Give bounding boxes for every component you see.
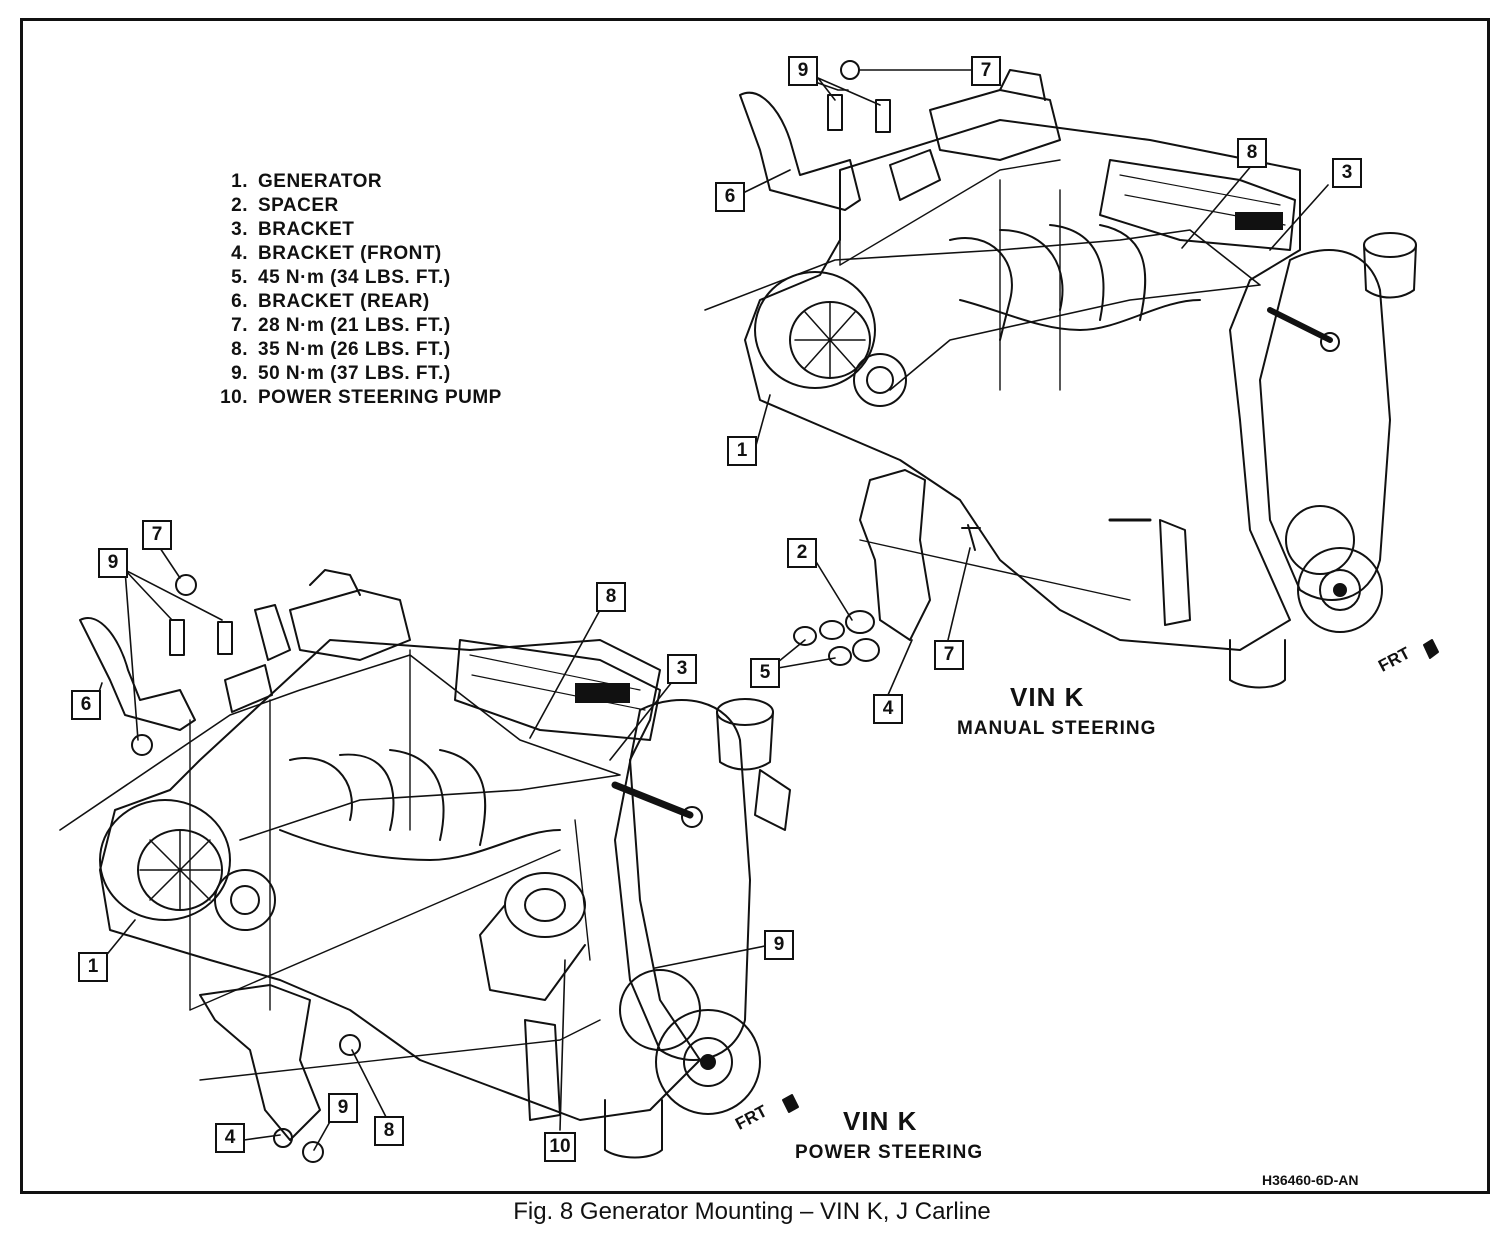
callout-3: 3 [667, 654, 697, 684]
callout-9: 9 [764, 930, 794, 960]
legend-item: 4.BRACKET (FRONT) [231, 243, 442, 264]
callout-1: 1 [727, 436, 757, 466]
legend-item: 3.BRACKET [231, 219, 355, 240]
legend-item: 5.45 N·m (34 LBS. FT.) [231, 267, 451, 288]
power-steering-engine [59, 569, 791, 1163]
callout-3: 3 [1332, 158, 1362, 188]
figure-code: H36460-6D-AN [1262, 1172, 1359, 1188]
callout-1: 1 [78, 952, 108, 982]
callout-6: 6 [71, 690, 101, 720]
callout-7: 7 [142, 520, 172, 550]
callout-8: 8 [596, 582, 626, 612]
figure-caption: Fig. 8 Generator Mounting – VIN K, J Car… [513, 1198, 991, 1225]
legend-item: 8.35 N·m (26 LBS. FT.) [231, 339, 451, 360]
legend-item: 6.BRACKET (REAR) [231, 291, 430, 312]
manual-view-subtitle: MANUAL STEERING [957, 718, 1157, 739]
callout-4: 4 [873, 694, 903, 724]
callout-10: 10 [544, 1132, 576, 1162]
power-view-subtitle: POWER STEERING [795, 1142, 984, 1163]
manual-view-vin: VIN K [1010, 682, 1085, 712]
callout-8: 8 [1237, 138, 1267, 168]
callout-8: 8 [374, 1116, 404, 1146]
callout-7: 7 [971, 56, 1001, 86]
legend-item: 10.POWER STEERING PUMP [220, 387, 502, 408]
legend-item: 9.50 N·m (37 LBS. FT.) [231, 363, 451, 384]
parts-legend: 1.GENERATOR 2.SPACER 3.BRACKET 4.BRACKET… [214, 170, 502, 410]
callout-4: 4 [215, 1123, 245, 1153]
callout-9: 9 [788, 56, 818, 86]
callout-9: 9 [328, 1093, 358, 1123]
callout-2: 2 [787, 538, 817, 568]
legend-item: 2.SPACER [231, 195, 339, 216]
power-view-vin: VIN K [843, 1106, 918, 1136]
legend-item: 7.28 N·m (21 LBS. FT.) [231, 315, 451, 336]
manual-steering-engine [704, 60, 1417, 689]
callout-5: 5 [750, 658, 780, 688]
callout-6: 6 [715, 182, 745, 212]
callout-7: 7 [934, 640, 964, 670]
callout-9: 9 [98, 548, 128, 578]
leader-lines [94, 69, 1329, 1151]
legend-item: 1.GENERATOR [231, 171, 383, 192]
